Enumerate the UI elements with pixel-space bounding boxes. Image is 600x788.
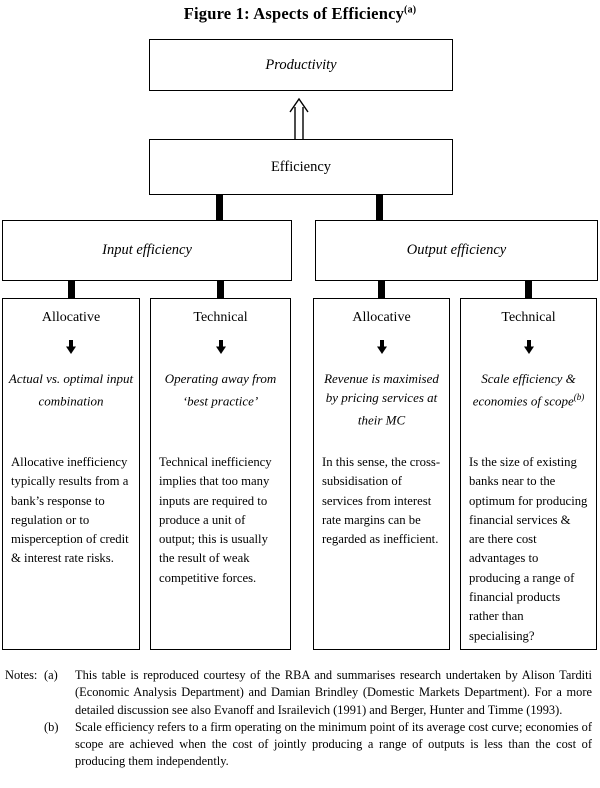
- connector-bar: [525, 280, 532, 299]
- technical-output-box: Technical Scale efficiency & economies o…: [460, 298, 597, 650]
- input-efficiency-box: Input efficiency: [2, 220, 292, 281]
- allocative-input-box: Allocative Actual vs. optimal input comb…: [2, 298, 140, 650]
- leaf-header: Technical: [501, 310, 556, 325]
- productivity-box: Productivity: [149, 39, 453, 91]
- notes-label: Notes:: [5, 668, 38, 682]
- figure-title: Figure 1: Aspects of Efficiency(a): [0, 4, 600, 24]
- down-arrow-icon: [523, 340, 534, 354]
- leaf-header: Technical: [193, 310, 248, 325]
- connector-bar: [376, 194, 383, 221]
- leaf-summary: Revenue is maximised by pricing services…: [324, 371, 439, 428]
- up-arrow-icon: [289, 97, 309, 139]
- figure-title-text: Figure 1: Aspects of Efficiency: [183, 4, 405, 23]
- input-efficiency-label: Input efficiency: [102, 242, 192, 258]
- leaf-summary: Scale efficiency & economies of scope(b): [472, 371, 585, 409]
- leaf-body: Is the size of existing banks near to th…: [469, 455, 588, 643]
- technical-input-box: Technical Operating away from ‘best prac…: [150, 298, 291, 650]
- connector-bar: [217, 280, 224, 299]
- note-text: Scale efficiency refers to a firm operat…: [75, 719, 592, 769]
- output-efficiency-label: Output efficiency: [406, 242, 507, 258]
- connector-bar: [68, 280, 75, 299]
- leaf-header: Allocative: [352, 310, 411, 325]
- output-efficiency-box: Output efficiency: [315, 220, 598, 281]
- figure-title-footnote-marker: (a): [404, 4, 417, 16]
- leaf-summary: Operating away from ‘best practice’: [164, 371, 277, 409]
- notes-section: Notes: (a) This table is reproduced cour…: [5, 667, 594, 771]
- leaf-header: Allocative: [41, 310, 101, 325]
- note-text: This table is reproduced courtesy of the…: [75, 668, 592, 717]
- productivity-label: Productivity: [265, 56, 337, 73]
- connector-bar: [378, 280, 385, 299]
- note-marker: (a): [44, 668, 58, 682]
- down-arrow-icon: [215, 340, 226, 354]
- leaf-body: Allocative inefficiency typically result…: [11, 455, 129, 566]
- efficiency-box: Efficiency: [149, 139, 453, 195]
- leaf-summary: Actual vs. optimal input combination: [8, 371, 134, 409]
- down-arrow-icon: [376, 340, 387, 354]
- note-marker: (b): [44, 719, 59, 734]
- allocative-output-box: Allocative Revenue is maximised by prici…: [313, 298, 450, 650]
- efficiency-label: Efficiency: [270, 158, 332, 175]
- leaf-body: Technical inefficiency implies that too …: [159, 455, 272, 585]
- down-arrow-icon: [66, 340, 76, 354]
- leaf-body: In this sense, the cross-subsidisation o…: [322, 455, 441, 547]
- connector-bar: [216, 194, 223, 221]
